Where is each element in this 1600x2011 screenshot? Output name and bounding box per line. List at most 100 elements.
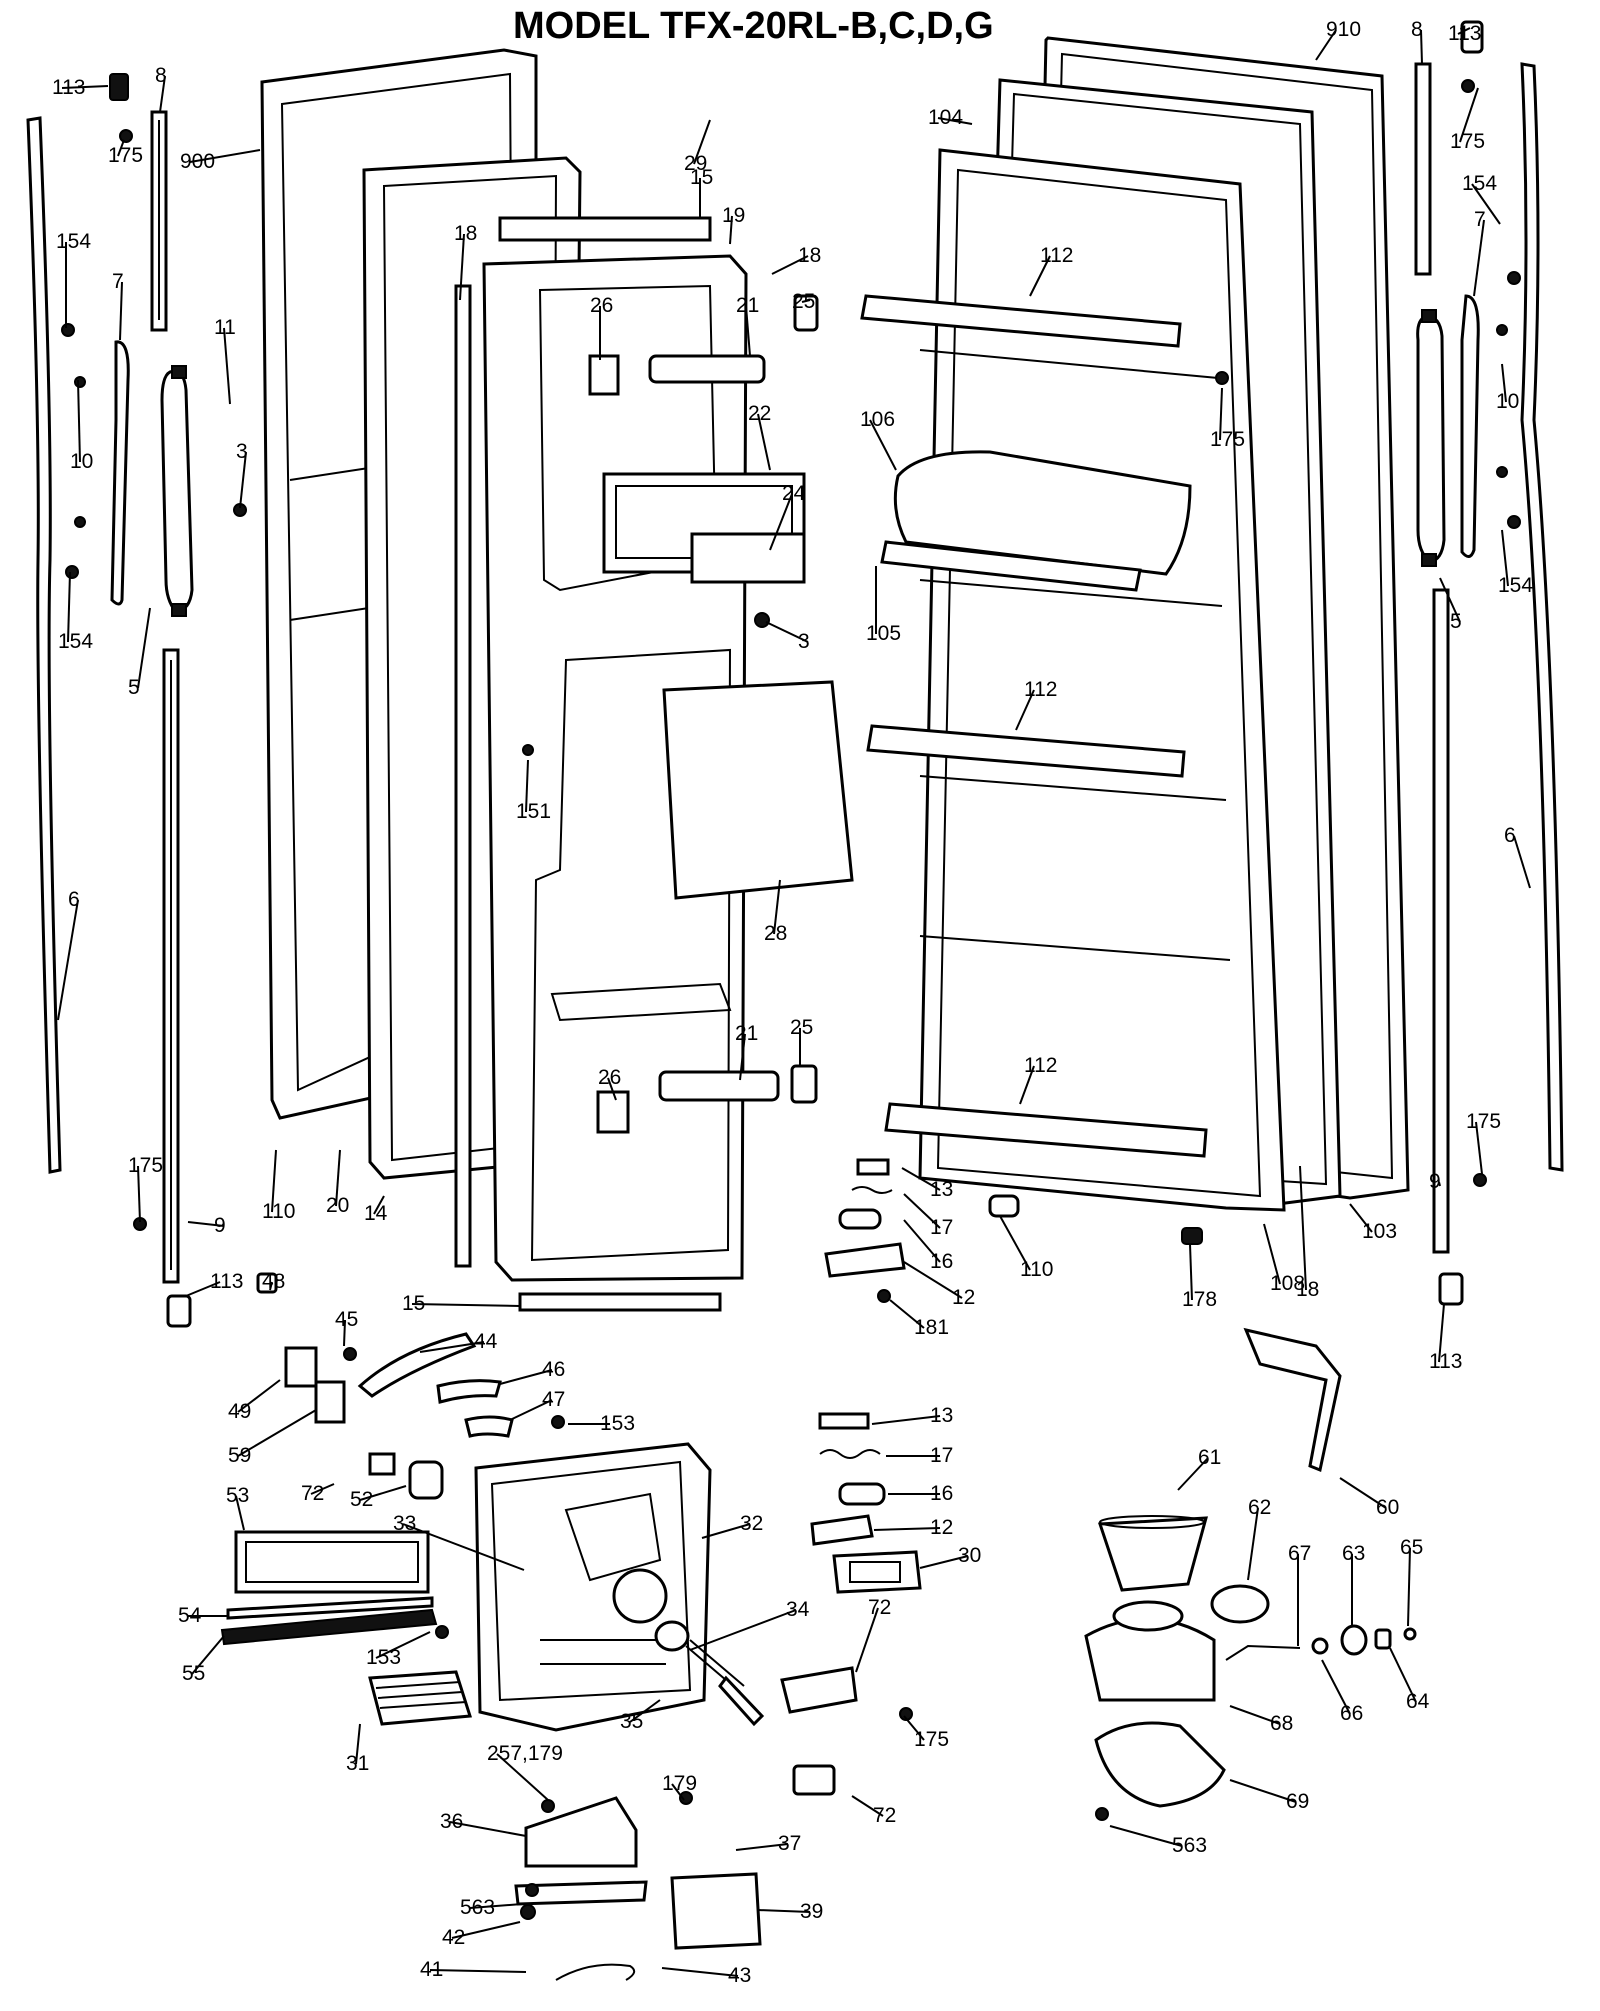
- callout-leader: [335, 1149, 341, 1207]
- callout-leader: [693, 119, 711, 165]
- callout-leader: [419, 1341, 485, 1353]
- callout-label: 60: [1376, 1496, 1399, 1519]
- callout-leader: [1439, 577, 1461, 623]
- callout-label: 66: [1340, 1702, 1363, 1725]
- callout-label: 39: [800, 1900, 823, 1923]
- callout-leader: [191, 1635, 225, 1675]
- callout-leader: [1389, 1647, 1417, 1703]
- callout-leader: [449, 1821, 527, 1837]
- callout-leader: [271, 1149, 277, 1213]
- callout-leader: [873, 1527, 941, 1531]
- callout-label: 33: [393, 1512, 416, 1535]
- dispenser-actuator-parts: [256, 1272, 514, 1500]
- callout-label: 12: [930, 1516, 953, 1539]
- callout-label: 13: [930, 1404, 953, 1427]
- callout-leader: [671, 1783, 685, 1801]
- callout-leader: [773, 879, 781, 935]
- callout-label: 12: [952, 1286, 975, 1309]
- callout-leader: [903, 1193, 941, 1229]
- callout-label: 25: [790, 1016, 813, 1039]
- callout-leader: [1457, 27, 1471, 35]
- callout-leader: [735, 1843, 789, 1851]
- callout-label: 68: [1270, 1712, 1293, 1735]
- callout-label: 21: [736, 294, 759, 317]
- callout-label: 22: [748, 402, 771, 425]
- callout-leader: [689, 1609, 797, 1651]
- right-handle-insert: [1460, 294, 1480, 558]
- callout-leader: [1015, 689, 1035, 731]
- callout-leader: [919, 1555, 969, 1569]
- callout-leader: [1420, 29, 1423, 65]
- callout-leader: [525, 759, 529, 813]
- callout-leader: [355, 1723, 361, 1765]
- model-title: MODEL TFX-20RL-B,C,D,G: [513, 5, 994, 47]
- callout-leader: [237, 1409, 317, 1457]
- damper-funnel: [1097, 1515, 1208, 1592]
- callout-label: 62: [1248, 1496, 1271, 1519]
- callout-label: 45: [335, 1308, 358, 1331]
- callout-leader: [757, 413, 771, 471]
- callout-label: 15: [690, 166, 713, 189]
- callout-leader: [373, 1195, 385, 1215]
- right-lower-handle-strip: [1432, 588, 1450, 1254]
- callout-leader: [429, 1969, 527, 1973]
- callout-leader: [999, 1215, 1031, 1271]
- callout-label: 103: [1362, 1220, 1397, 1243]
- callout-leader: [509, 1399, 553, 1421]
- callout-label: 17: [930, 1216, 953, 1239]
- callout-label: 17: [930, 1444, 953, 1467]
- callout-label: 154: [58, 630, 93, 653]
- callout-leader: [1501, 363, 1507, 403]
- callout-label: 154: [1462, 172, 1497, 195]
- callout-label: 9: [1429, 1170, 1441, 1193]
- callout-label: 69: [1286, 1790, 1309, 1813]
- callout-leader: [159, 75, 166, 113]
- callout-label: 19: [722, 204, 745, 227]
- callout-leader: [1339, 1477, 1387, 1509]
- callout-label: 178: [1182, 1288, 1217, 1311]
- callout-label: 49: [228, 1400, 251, 1423]
- callout-label: 9: [214, 1214, 226, 1237]
- callout-leader: [871, 1415, 941, 1425]
- callout-leader: [1189, 1243, 1193, 1301]
- callout-label: 13: [930, 1178, 953, 1201]
- callout-label: 41: [420, 1958, 443, 1981]
- callout-label: 65: [1400, 1536, 1423, 1559]
- left-end-caps: [109, 73, 192, 1328]
- callout-leader: [851, 1795, 884, 1817]
- callout-leader: [469, 1903, 523, 1909]
- callout-leader: [801, 299, 811, 303]
- dispenser-frame: [234, 1530, 430, 1594]
- callout-leader: [451, 1921, 521, 1939]
- callout-leader: [117, 139, 125, 157]
- callout-leader: [1315, 29, 1337, 61]
- callout-leader: [411, 1303, 521, 1307]
- callout-label: 30: [958, 1544, 981, 1567]
- callout-label: 7: [112, 270, 124, 293]
- right-trim-strip: [1520, 62, 1564, 1172]
- callout-label: 7: [1474, 208, 1486, 231]
- damper-bracket: [1243, 1327, 1342, 1473]
- callout-leader: [375, 1631, 431, 1659]
- right-upper-handle-strip: [1414, 62, 1432, 276]
- callout-label: 16: [930, 1250, 953, 1273]
- callout-leader: [1459, 87, 1479, 143]
- callout-leader: [310, 1483, 335, 1495]
- callout-label: 112: [1040, 244, 1073, 267]
- fresh-food-door-liner: [918, 148, 1286, 1212]
- callout-label: 175: [108, 144, 143, 167]
- callout-label: 31: [346, 1752, 369, 1775]
- callout-leader: [1029, 255, 1051, 297]
- callout-label: 175: [1210, 428, 1245, 451]
- callout-leader: [903, 1715, 925, 1741]
- callout-label: 108: [1270, 1272, 1305, 1295]
- damper-cover: [1094, 1721, 1226, 1808]
- callout-label: 113: [52, 76, 85, 99]
- callout-label: 153: [366, 1646, 401, 1669]
- callout-label: 563: [1172, 1834, 1207, 1857]
- callout-label: 63: [1342, 1542, 1365, 1565]
- callout-leader: [937, 117, 973, 125]
- callout-label: 900: [180, 150, 215, 173]
